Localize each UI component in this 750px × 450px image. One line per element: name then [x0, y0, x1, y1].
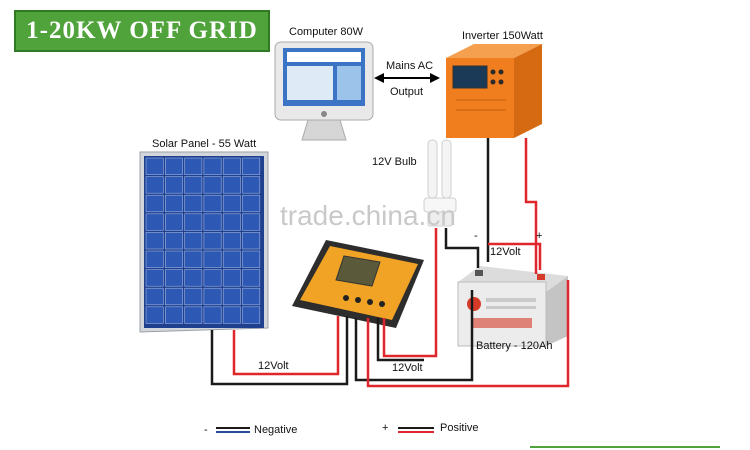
- solar-panel-label: Solar Panel - 55 Watt: [152, 138, 257, 150]
- footer-line: [530, 446, 720, 448]
- bulb-label: 12V Bulb: [372, 156, 417, 168]
- solar-cell: [222, 269, 241, 287]
- solar-cell: [203, 213, 222, 231]
- solar-cell: [165, 306, 183, 324]
- solar-cell: [145, 213, 164, 231]
- volt-label-bottom: 12Volt: [392, 362, 423, 374]
- title-banner: 1-20KW OFF GRID: [14, 10, 270, 52]
- solar-cell: [145, 194, 164, 213]
- legend-plus: +: [382, 422, 389, 434]
- solar-cell: [203, 287, 222, 306]
- solar-cell: [242, 250, 261, 268]
- solar-cell: [222, 213, 241, 231]
- solar-cell: [184, 250, 203, 268]
- solar-cell: [184, 194, 203, 213]
- volt-label-panel: 12Volt: [258, 360, 289, 372]
- mains-ac-arrow: [374, 73, 440, 83]
- solar-cell: [165, 176, 183, 194]
- watermark: trade.china.cn: [280, 200, 456, 231]
- legend-positive-line: [398, 427, 434, 433]
- solar-cell: [165, 194, 183, 213]
- solar-cell: [184, 306, 203, 324]
- solar-cell: [165, 250, 183, 268]
- solar-cell: [184, 232, 203, 250]
- negative-wires: [210, 138, 490, 386]
- solar-cell: [203, 194, 222, 213]
- computer-monitor: [274, 41, 374, 141]
- solar-cell: [242, 269, 261, 287]
- solar-cell: [203, 306, 222, 324]
- solar-cell: [222, 157, 241, 175]
- solar-cell: [222, 176, 241, 194]
- solar-cell: [242, 157, 261, 175]
- solar-cell: [222, 232, 241, 250]
- solar-cell: [222, 306, 241, 324]
- solar-cell: [222, 194, 241, 213]
- solar-cell: [222, 250, 241, 268]
- solar-cell: [184, 269, 203, 287]
- solar-cell: [145, 269, 164, 287]
- legend-negative-label: Negative: [254, 424, 298, 436]
- solar-cell: [184, 157, 203, 175]
- solar-cell: [165, 269, 183, 287]
- solar-cell: [203, 250, 222, 268]
- solar-cell: [165, 213, 183, 231]
- minus-sign: -: [474, 230, 478, 242]
- title-text: 1-20KW OFF GRID: [26, 17, 258, 44]
- inverter-unit: [446, 44, 542, 138]
- battery: [457, 266, 568, 347]
- solar-cell: [242, 176, 261, 194]
- solar-panel: [139, 151, 269, 333]
- volt-label-battery: 12Volt: [490, 246, 521, 258]
- battery-label: Battery - 120Ah: [476, 340, 553, 352]
- bulb: [423, 139, 457, 227]
- plus-sign: +: [536, 230, 543, 242]
- solar-cell: [165, 232, 183, 250]
- mains-ac-label: Mains AC: [386, 60, 434, 72]
- positive-wires: [232, 138, 570, 388]
- solar-cell: [165, 287, 183, 306]
- solar-cell: [203, 176, 222, 194]
- solar-cell: [242, 306, 261, 324]
- charge-controller: [292, 240, 424, 328]
- solar-cell: [203, 157, 222, 175]
- solar-cell: [242, 213, 261, 231]
- solar-cell: [184, 287, 203, 306]
- inverter-label: Inverter 150Watt: [462, 30, 543, 42]
- computer-label: Computer 80W: [289, 26, 363, 38]
- solar-cell: [242, 287, 261, 306]
- solar-cell: [203, 232, 222, 250]
- legend-negative-line: [216, 427, 250, 433]
- solar-cell: [203, 269, 222, 287]
- solar-cell: [184, 176, 203, 194]
- solar-cell: [145, 250, 164, 268]
- solar-cell: [145, 306, 164, 324]
- output-label: Output: [390, 86, 424, 98]
- solar-cell: [145, 176, 164, 194]
- solar-cell: [242, 194, 261, 213]
- solar-cell: [222, 287, 241, 306]
- solar-cell: [145, 232, 164, 250]
- legend-minus: -: [204, 424, 208, 436]
- solar-cell: [145, 157, 164, 175]
- solar-cell: [184, 213, 203, 231]
- solar-cell: [165, 157, 183, 175]
- legend-positive-label: Positive: [440, 422, 479, 434]
- solar-cell: [145, 287, 164, 306]
- solar-cell: [242, 232, 261, 250]
